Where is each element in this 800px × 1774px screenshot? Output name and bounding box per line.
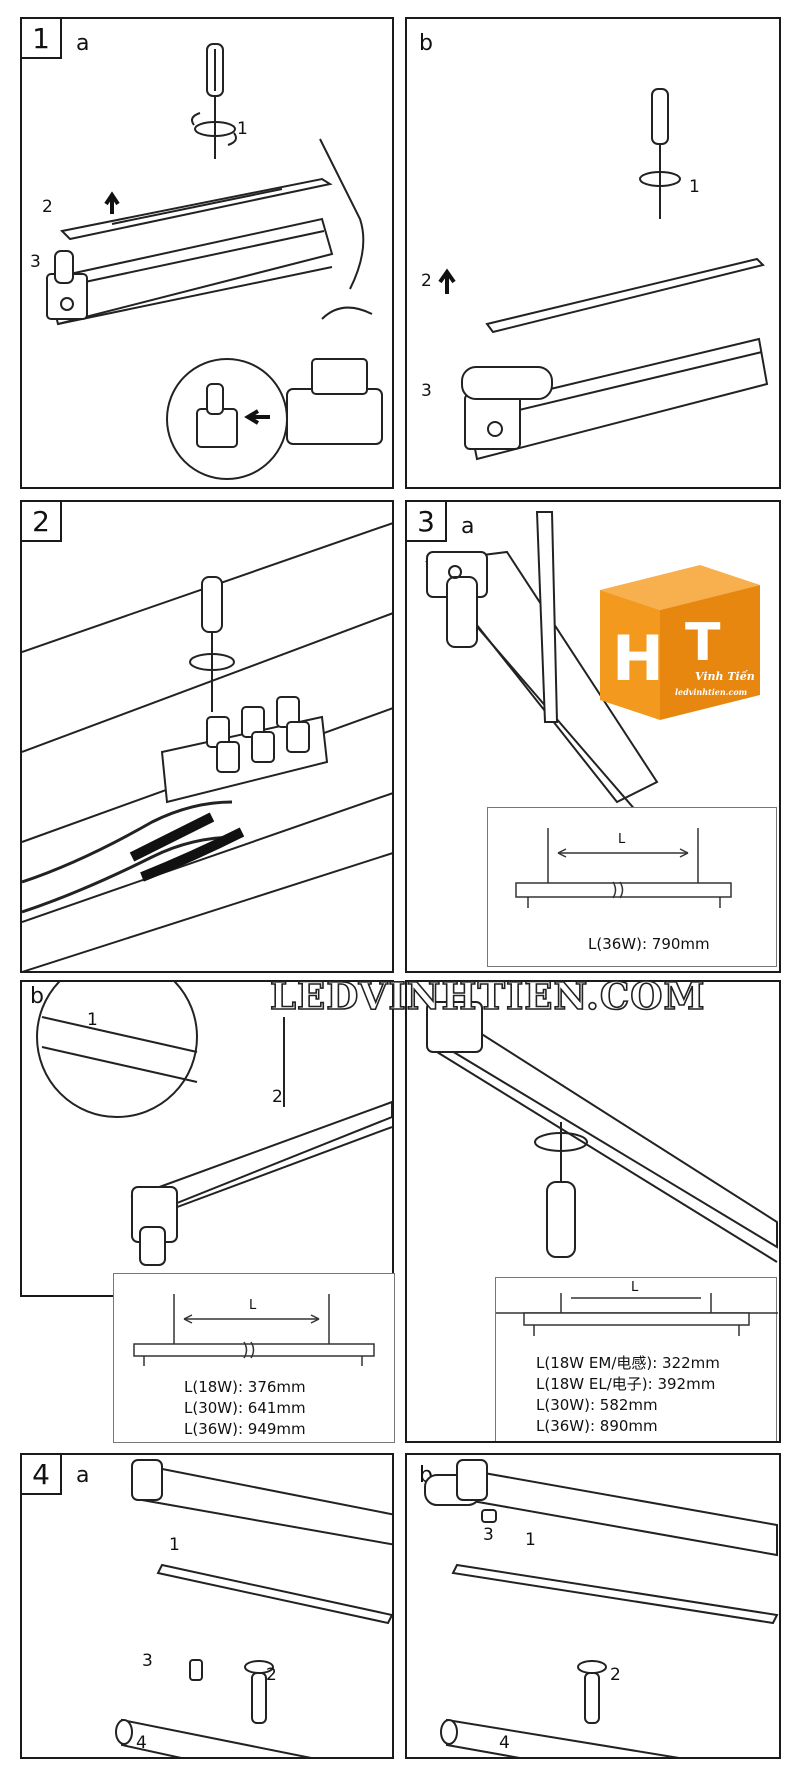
step-number: 4 — [22, 1455, 62, 1495]
callout-3: 3 — [142, 1651, 153, 1671]
callout-2: 2 — [610, 1665, 621, 1685]
dimension-value-18w-el: L(18W EL/电子): 392mm — [536, 1375, 716, 1393]
logo-cube-icon: H T — [600, 565, 760, 720]
callout-3: 3 — [421, 381, 432, 401]
suspension-mount-illustration — [36, 982, 392, 1266]
dimension-diagram-box-c: L L(18W EM/电感): 322mm L(18W EL/电子): 392m… — [495, 1277, 778, 1441]
terminal-block-wiring-illustration — [22, 522, 392, 971]
panel-step2: 2 — [20, 500, 394, 973]
callout-1: 1 — [237, 119, 248, 139]
dimension-value-36w: L(36W): 890mm — [536, 1417, 658, 1435]
dimension-label-L: L — [631, 1280, 639, 1295]
fixture-removal-illustration — [45, 43, 383, 480]
brand-logo: H T Vinh Tiến ledvinhtien.com — [580, 555, 765, 725]
surface-mount-illustration — [426, 1001, 778, 1263]
callout-2: 2 — [42, 197, 53, 217]
callout-4: 4 — [499, 1733, 510, 1753]
ceiling-mount-illustration — [425, 511, 659, 813]
substep-label: a — [461, 514, 475, 539]
dimension-label-L: L — [618, 832, 626, 847]
step-number: 2 — [22, 502, 62, 542]
dimension-value-36w: L(36W): 949mm — [184, 1420, 306, 1438]
dimension-value-30w: L(30W): 582mm — [536, 1396, 658, 1414]
step-number: 1 — [22, 19, 62, 59]
dimension-diagram-box: L L(36W): 790mm — [487, 807, 777, 967]
callout-3: 3 — [483, 1525, 494, 1545]
dimension-value-18w: L(18W): 376mm — [184, 1378, 306, 1396]
substep-label: a — [76, 1463, 90, 1488]
callout-2: 2 — [421, 271, 432, 291]
substep-label: a — [76, 31, 90, 56]
logo-name: Vinh Tiến — [695, 670, 755, 683]
panel-step3-c: L L(18W EM/电感): 322mm L(18W EL/电子): 392m… — [405, 980, 781, 1443]
substep-label: b — [419, 31, 433, 56]
logo-url: ledvinhtien.com — [675, 687, 748, 697]
dimension-label-L: L — [249, 1298, 257, 1313]
dimension-value-18w-em: L(18W EM/电感): 322mm — [536, 1354, 720, 1372]
callout-3: 3 — [30, 252, 41, 272]
callout-1: 1 — [689, 177, 700, 197]
dimension-drawing — [515, 828, 732, 908]
callout-4: 4 — [136, 1733, 147, 1753]
panel-step3-b: a b 1 2 — [20, 980, 394, 1297]
panel-step4-b: b 1 2 3 4 — [405, 1453, 781, 1759]
logo-letter-h: H — [612, 622, 664, 695]
fixture-removal-illustration-b — [438, 88, 769, 461]
substep-label-b: b — [30, 984, 44, 1009]
callout-1: 1 — [525, 1530, 536, 1550]
callout-2: 2 — [266, 1665, 277, 1685]
panel-step1-b: b 1 2 3 — [405, 17, 781, 489]
dimension-drawing-b — [133, 1294, 375, 1366]
step-number: 3 — [407, 502, 447, 542]
panel-step1-a: 1 a — [20, 17, 394, 489]
logo-letter-t: T — [685, 613, 721, 673]
tube-installation-illustration — [115, 1459, 392, 1757]
callout-2: 2 — [272, 1087, 283, 1107]
panel-step4-a: 4 a 1 2 3 4 — [20, 1453, 394, 1759]
callout-1: 1 — [169, 1535, 180, 1555]
callout-1: 1 — [87, 1010, 98, 1030]
watermark-text: LEDVINHTIEN.COM — [269, 973, 706, 1019]
tube-installation-illustration-b — [424, 1459, 779, 1757]
dimension-drawing-c — [496, 1293, 778, 1336]
dimension-value-30w: L(30W): 641mm — [184, 1399, 306, 1417]
dimension-value: L(36W): 790mm — [588, 935, 710, 953]
dimension-diagram-box-b: L L(18W): 376mm L(30W): 641mm L(36W): 94… — [113, 1273, 395, 1443]
